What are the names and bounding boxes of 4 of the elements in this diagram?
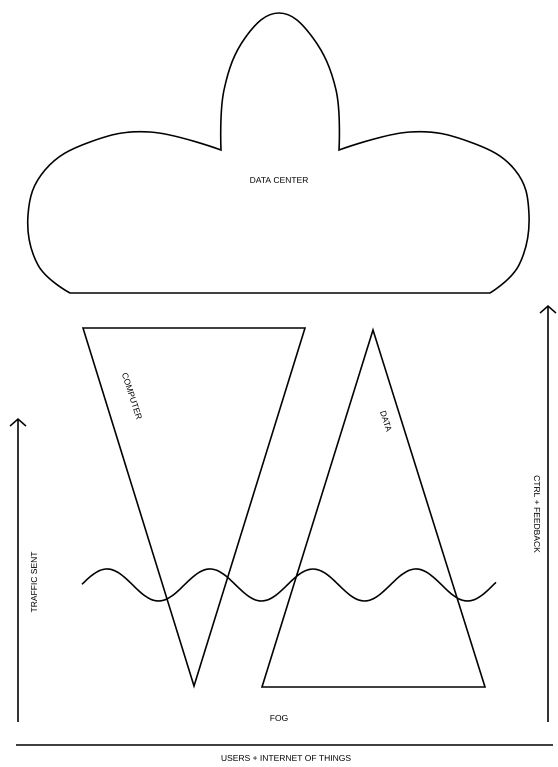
axis-label: TRAFFIC SENT [31,552,37,612]
axis-label: CTRL + FEEDBACK [534,476,540,553]
layer-label: FOG [270,715,288,721]
axis-label: USERS + INTERNET OF THINGS [222,755,351,761]
